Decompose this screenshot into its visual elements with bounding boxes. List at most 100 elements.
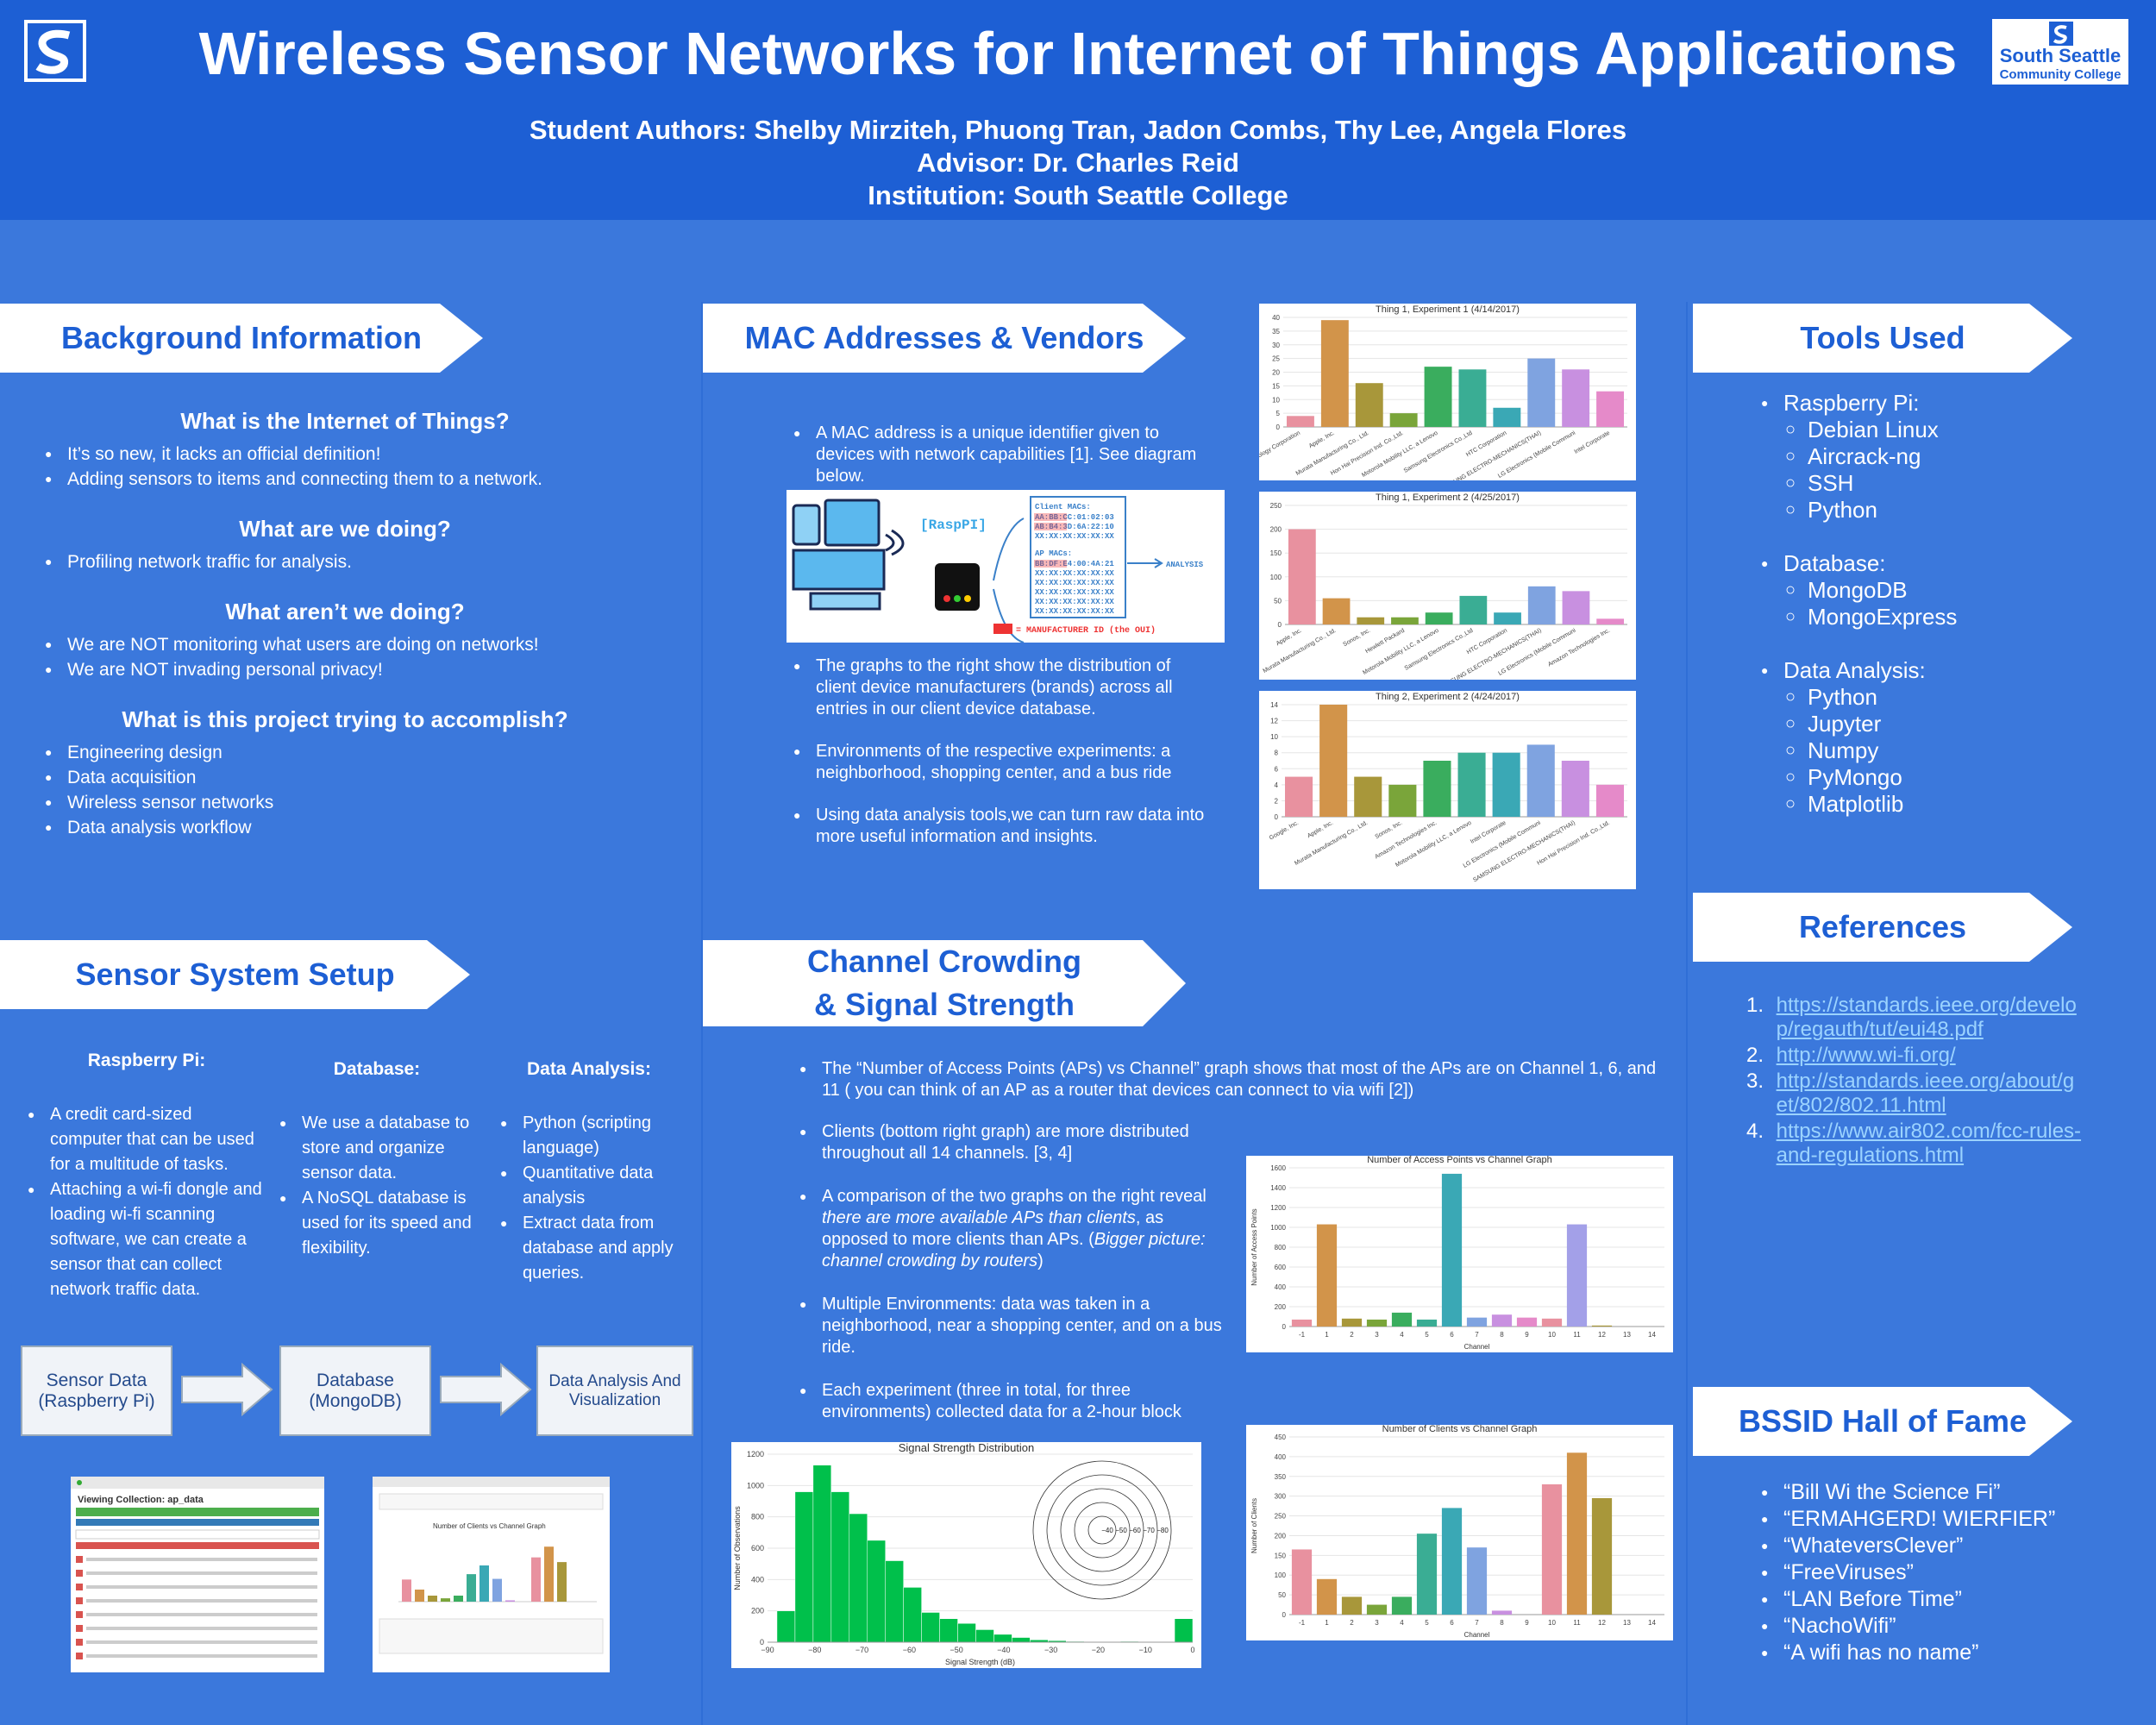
bar: [1541, 1318, 1563, 1327]
ring-label: −50: [1115, 1527, 1127, 1534]
bar: [1516, 1317, 1538, 1327]
chart-access-points: Number of Access Points vs Channel Graph…: [1246, 1156, 1673, 1352]
reference-link[interactable]: http://www.wi-fi.org/: [1776, 1044, 1956, 1067]
y-tick-label: 450: [1275, 1433, 1287, 1441]
comparison-text-b: there are more available APs than client…: [822, 1208, 1136, 1227]
table-row: [86, 1599, 317, 1603]
ring: [1087, 1515, 1117, 1545]
reference-item: 2.http://www.wi-fi.org/: [1746, 1044, 2083, 1068]
hall-item: “Bill Wi the Science Fi”: [1759, 1479, 2104, 1506]
chart-title: Thing 1, Experiment 2 (4/25/2017): [1376, 492, 1520, 503]
y-tick-label: 0: [760, 1638, 764, 1647]
bar: [1457, 752, 1486, 817]
y-tick-label: 300: [1275, 1493, 1287, 1501]
bar: [1416, 1534, 1438, 1615]
bar: [1441, 1173, 1463, 1327]
table-row: [86, 1654, 317, 1658]
q3-list: We are NOT monitoring what users are doi…: [43, 632, 647, 682]
reference-link[interactable]: http://standards.ieee.org/about/get/802/…: [1776, 1070, 2075, 1117]
tools-group-label: Data Analysis:: [1759, 657, 2104, 684]
tools-item: Python: [1783, 497, 2104, 524]
list-item: Adding sensors to items and connecting t…: [43, 467, 647, 492]
bar: [1357, 617, 1385, 624]
reference-link[interactable]: https://www.air802.com/fcc-rules-and-reg…: [1776, 1120, 2082, 1167]
hall-item: “FreeViruses”: [1759, 1559, 2104, 1586]
table-row: [86, 1571, 317, 1575]
client-mac-line: XX:XX:XX:XX:XX:XX: [1035, 532, 1114, 541]
bar: [1341, 1596, 1363, 1615]
x-tick-label: −70: [856, 1646, 868, 1654]
bar: [1319, 705, 1348, 817]
references-list: 1.https://standards.ieee.org/develop/reg…: [1746, 994, 2083, 1170]
client-mac-line: AA:BB:CC:01:02:03: [1035, 513, 1114, 522]
table-row: [86, 1558, 317, 1561]
ap-mac-line: XX:XX:XX:XX:XX:XX: [1035, 607, 1114, 616]
bar: [1388, 784, 1417, 817]
x-tick-label: Amazon Technologies Inc.: [1547, 628, 1611, 668]
ap-mac-line: XX:XX:XX:XX:XX:XX: [1035, 598, 1114, 606]
header-bar: [0, 0, 2156, 220]
logo-line1: South Seattle: [1999, 45, 2122, 66]
tools-group-label: Database:: [1759, 550, 2104, 577]
bar: [1458, 369, 1487, 427]
list-item: A MAC address is a unique identifier giv…: [792, 423, 1197, 487]
x-tick-label: 12: [1598, 1619, 1606, 1627]
tools-sublist: Python Jupyter Numpy PyMongo Matplotlib: [1783, 684, 2104, 818]
bar: [1288, 529, 1316, 624]
x-tick-label: −40: [997, 1646, 1010, 1654]
logo-line2: Community College: [1999, 67, 2122, 82]
authors-block: Student Authors: Shelby Mirziteh, Phuong…: [0, 114, 2156, 212]
authors: Student Authors: Shelby Mirziteh, Phuong…: [529, 115, 1627, 145]
bar: [1566, 1452, 1588, 1615]
x-tick-label: Sonos, Inc.: [1375, 820, 1404, 841]
x-tick-label: Apple, Inc.: [1308, 430, 1336, 450]
chart-title: Signal Strength Distribution: [899, 1442, 1035, 1454]
college-logo-right: South Seattle Community College: [1990, 17, 2130, 86]
mac-banner: MAC Addresses & Vendors: [703, 304, 1186, 373]
hall-item: “LAN Before Time”: [1759, 1586, 2104, 1613]
list-item: Each experiment (three in total, for thr…: [798, 1380, 1233, 1423]
x-tick-label: Murata Manufacturing Co., Ltd.: [1294, 820, 1369, 867]
ring: [1074, 1502, 1131, 1559]
bar: [1291, 1319, 1313, 1327]
y-tick-label: 15: [1272, 382, 1280, 390]
bar: [1391, 1312, 1413, 1327]
bar: [1316, 1578, 1338, 1615]
list-item: It’s so new, it lacks an official defini…: [43, 442, 647, 467]
ring: [1060, 1488, 1144, 1572]
mini-bar: [492, 1578, 502, 1602]
bar: [1416, 1319, 1438, 1327]
y-tick-label: 0: [1282, 1323, 1287, 1331]
x-tick-label: 12: [1598, 1331, 1606, 1339]
row-delete-icon: [76, 1653, 83, 1659]
bar: [1316, 1224, 1338, 1327]
row-delete-icon: [76, 1625, 83, 1632]
ap-mac-line: XX:XX:XX:XX:XX:XX: [1035, 579, 1114, 587]
x-tick-label: 3: [1375, 1331, 1379, 1339]
tools-group: Database:: [1759, 550, 2104, 577]
histogram-bar: [1012, 1637, 1031, 1643]
mini-bar: [557, 1562, 567, 1602]
q4-list: Engineering design Data acquisition Wire…: [43, 740, 647, 840]
x-tick-label: −50: [950, 1646, 962, 1654]
list-item: Wireless sensor networks: [43, 790, 647, 815]
x-tick-label: −20: [1092, 1646, 1105, 1654]
reference-item: 4.https://www.air802.com/fcc-rules-and-r…: [1746, 1120, 2082, 1167]
list-item: The graphs to the right show the distrib…: [792, 656, 1206, 720]
reference-link[interactable]: https://standards.ieee.org/develop/regau…: [1776, 994, 2077, 1041]
list-item: Python (scripting language): [498, 1111, 680, 1161]
y-tick-label: 35: [1272, 328, 1280, 336]
list-item: Multiple Environments: data was taken in…: [798, 1294, 1233, 1358]
y-tick-label: 600: [751, 1544, 764, 1552]
list-item: Attaching a wi-fi dongle and loading wi-…: [26, 1177, 267, 1302]
hall-item: “WhateversClever”: [1759, 1533, 2104, 1559]
histogram-bar: [957, 1622, 976, 1643]
mini-bar: [454, 1596, 463, 1602]
x-tick-label: 9: [1525, 1331, 1529, 1339]
hall-banner: BSSID Hall of Fame: [1693, 1387, 2072, 1456]
x-tick-label: −90: [761, 1646, 774, 1654]
list-item: A credit card-sized computer that can be…: [26, 1102, 267, 1177]
list-item: Extract data from database and apply que…: [498, 1211, 680, 1286]
